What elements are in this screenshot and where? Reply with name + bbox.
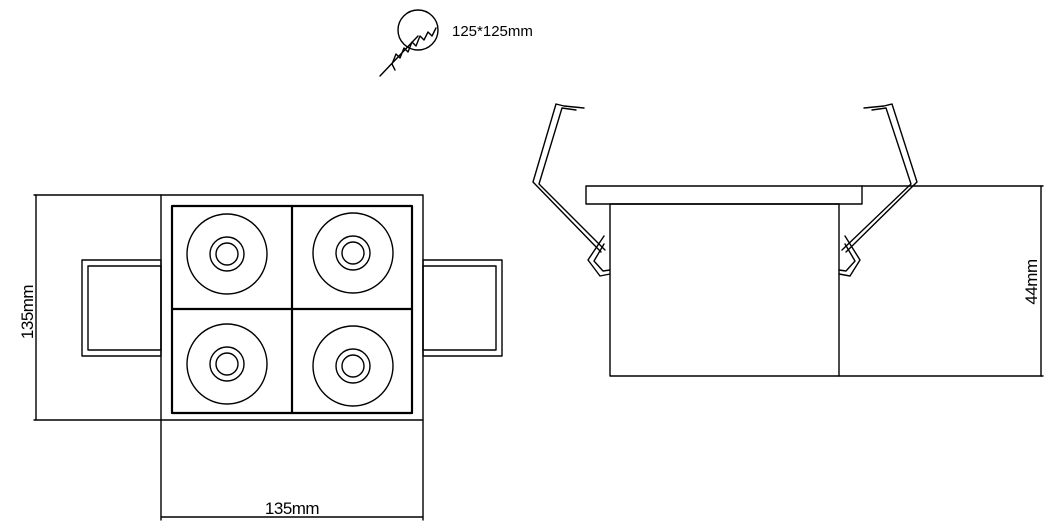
led-module-top-right: [312, 212, 394, 294]
led-module-top-left: [186, 213, 268, 295]
front-view: [81, 194, 503, 421]
front-height-dimension: [33, 194, 162, 421]
side-body: [609, 203, 840, 377]
right-spring-clip: [422, 259, 503, 357]
front-width-dimension: [160, 419, 424, 521]
led-module-bottom-right: [312, 325, 394, 407]
cutout-size-label: 125*125mm: [452, 23, 533, 40]
side-height-label: 44mm: [1022, 259, 1041, 305]
left-spring-arm: [532, 103, 611, 277]
left-spring-clip-inner: [87, 265, 162, 351]
left-spring-clip: [81, 259, 162, 357]
front-height-label: 135mm: [18, 285, 37, 340]
side-view: [532, 103, 918, 377]
led-module-bottom-left: [186, 323, 268, 405]
front-width-label: 135mm: [265, 499, 320, 518]
side-flange: [585, 185, 863, 205]
cutout-saw-teeth-icon: [391, 27, 437, 71]
right-spring-clip-inner: [422, 265, 497, 351]
cutout-circle-icon: [397, 9, 439, 51]
right-spring-arm: [838, 103, 918, 277]
side-height-dimension: [838, 185, 1044, 377]
cutout-symbol: [379, 9, 439, 77]
